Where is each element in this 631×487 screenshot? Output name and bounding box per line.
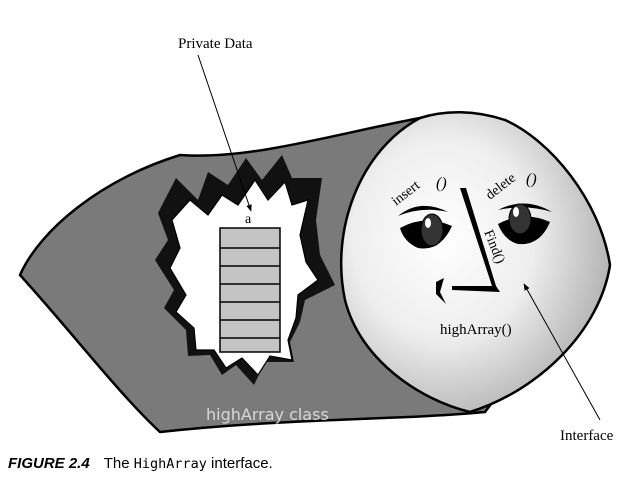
- left-eyeball: [420, 213, 444, 247]
- caption-code: HighArray: [133, 456, 207, 472]
- insert-method-parens: (): [436, 175, 447, 192]
- mouth: [436, 278, 446, 304]
- right-eye: [498, 203, 552, 245]
- private-data-label: Private Data: [178, 36, 253, 52]
- caption-text-after: interface.: [206, 455, 273, 472]
- left-eyebrow: [398, 205, 448, 216]
- nose: [452, 188, 500, 292]
- array-a: [219, 227, 281, 353]
- right-eyebrow: [498, 203, 552, 212]
- caption-text-before: The: [103, 455, 134, 472]
- delete-method-parens: (): [526, 171, 537, 188]
- interface-label: Interface: [560, 428, 614, 444]
- figure-number: FIGURE 2.4: [8, 455, 90, 472]
- interface-face: [339, 111, 612, 414]
- right-eyeball: [508, 203, 532, 235]
- highArray-diagram: Private Data a highArray class insert ()…: [18, 36, 614, 444]
- left-eye: [398, 205, 452, 249]
- right-eye-glint: [513, 207, 519, 217]
- figure-caption: FIGURE 2.4 The HighArray interface.: [8, 455, 273, 472]
- interface-pointer: [523, 283, 601, 421]
- class-name-label: highArray class: [206, 405, 329, 424]
- constructor-label: highArray(): [440, 322, 512, 338]
- left-eye-glint: [425, 218, 431, 228]
- array-outline: [219, 227, 281, 353]
- array-name-label: a: [245, 212, 252, 227]
- private-data-pointer: [197, 54, 252, 212]
